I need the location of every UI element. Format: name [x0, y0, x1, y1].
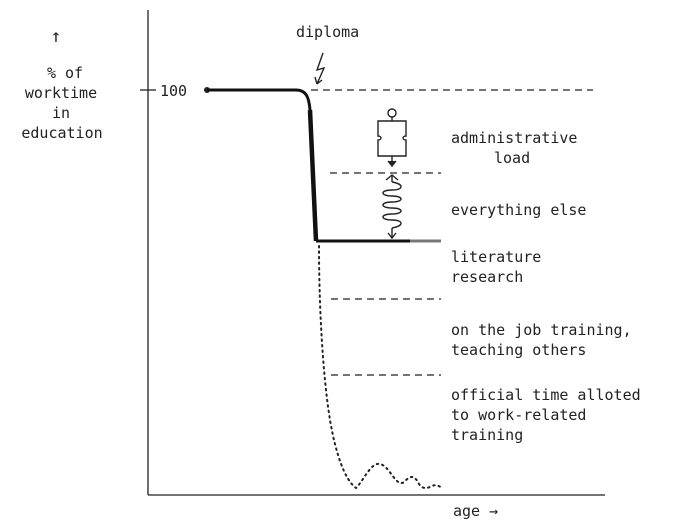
region-label-literature-research-2: research [451, 268, 523, 286]
lightning-bolt-icon [314, 52, 326, 85]
spring-icon [382, 174, 402, 240]
y-axis-arrow: ↑ [51, 26, 62, 47]
region-label-official-time-3: training [451, 426, 523, 444]
region-label-official-time-1: official time alloted [451, 386, 641, 404]
x-axis-label: age → [453, 502, 498, 520]
worktime-curve-plateau [207, 88, 312, 111]
y-axis-label-line-1: % of [47, 64, 83, 82]
weight-icon [377, 108, 407, 168]
y-axis-label-line-4: education [21, 124, 102, 142]
diploma-label: diploma [296, 23, 359, 41]
region-label-administrative-load-2: load [494, 149, 530, 167]
region-label-on-the-job-2: teaching others [451, 341, 586, 359]
y-tick-label-100: 100 [160, 82, 187, 100]
region-label-everything-else: everything else [451, 201, 586, 219]
worktime-curve-drop [307, 109, 319, 242]
y-axis-label-line-3: in [52, 104, 70, 122]
region-label-administrative-load-1: administrative [451, 129, 577, 147]
dotted-decline-curve [318, 245, 443, 490]
region-label-on-the-job-1: on the job training, [451, 321, 632, 339]
region-label-literature-research-1: literature [451, 248, 541, 266]
region-label-official-time-2: to work-related [451, 406, 586, 424]
y-axis-label-line-2: worktime [25, 84, 97, 102]
